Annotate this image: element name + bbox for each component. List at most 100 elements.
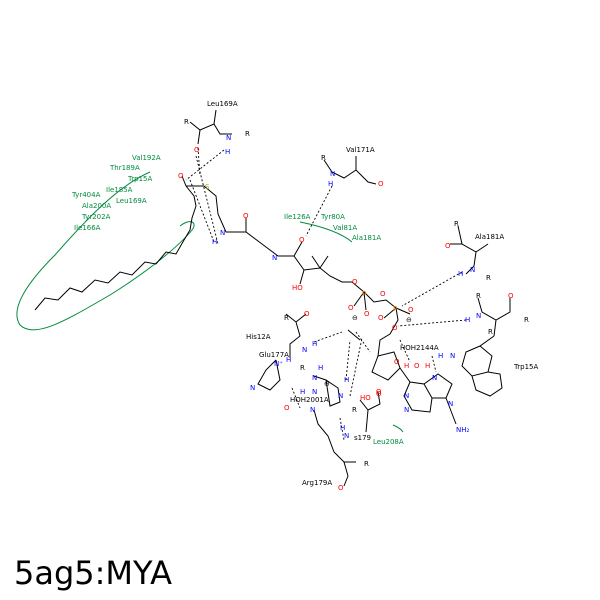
methyl-bond-1 [311, 255, 321, 269]
hydroxyl-bond [299, 269, 305, 285]
atom-n-trp15: N [476, 312, 481, 320]
hbond-arg-1 [345, 339, 351, 381]
atom-o-arg179: O [338, 484, 344, 492]
atom-ho-pant: HO [292, 284, 303, 292]
residue-trp15a-left: Trp15A [127, 175, 152, 183]
atom-h-guan-3: H [344, 376, 349, 384]
atom-nh-arg: N [310, 406, 315, 414]
residue-trp15a-right: Trp15A [513, 363, 538, 371]
atom-plus-guan: ⊕ [324, 380, 330, 388]
atom-o-amide-1: O [243, 212, 249, 220]
atom-h-leu169: H [225, 148, 230, 156]
atom-hn-his12: N [250, 384, 255, 392]
atom-h2-hoh2144: H [425, 362, 430, 370]
atom-r-leu169: R [184, 118, 189, 126]
atom-o-ribose-2: O [376, 390, 382, 398]
atom-nplus-his12: N⁺ [274, 360, 283, 368]
atom-o-hoh2001: O [284, 404, 290, 412]
atom-n-adenine-3: N [432, 374, 437, 382]
atom-h-trp15: H [465, 316, 470, 324]
hbond-ala181 [401, 271, 463, 307]
atom-n-amide-1: N [220, 229, 225, 237]
residue-ile185a: Ile185A [106, 186, 133, 194]
atom-o-ribose: O [394, 358, 400, 366]
atom-h-hoh2144: H [404, 362, 409, 370]
atom-minus-p2: ⊖ [406, 316, 412, 324]
atom-h-glu: H [340, 424, 345, 432]
residue-leu208a: Leu208A [373, 438, 404, 446]
glu-side [359, 391, 381, 411]
atom-r-trp15c: R [524, 316, 529, 324]
residue-arg179a: Arg179A [302, 479, 332, 487]
atom-n-adenine-2: N [404, 406, 409, 414]
p1-o1 [353, 291, 365, 307]
atom-o-his12: O [304, 310, 310, 318]
residue-ala200a: Ala200A [82, 202, 111, 210]
carbonyl-bond-3 [293, 241, 303, 257]
atom-n-val171: N [330, 170, 335, 178]
leu169-carbonyl [197, 129, 201, 145]
hbond-trp15-nh [431, 355, 437, 373]
residue-glu177a: Glu177A [259, 351, 289, 359]
his12-co [295, 313, 307, 323]
carbonyl-bond-1 [181, 175, 187, 187]
atom-o-thioester: O [178, 172, 184, 180]
atom-h-guan-1: H [318, 364, 323, 372]
atom-r-ala181b: R [486, 274, 491, 282]
hbond-his12 [313, 331, 343, 343]
trp15-backbone [477, 297, 511, 321]
residue-ile126a: Ile126A [284, 213, 311, 221]
residue-his12a: His12A [246, 333, 271, 341]
hbond-leu169-n [185, 149, 225, 181]
acyl-chain [34, 185, 197, 311]
atom-h-guan-2: H [300, 388, 305, 396]
atom-n-guan-1: N [312, 374, 317, 382]
atom-o-amide-2: O [299, 236, 305, 244]
atom-r-leu169b: R [245, 130, 250, 138]
residue-val81a: Val81A [333, 224, 357, 232]
residue-s179: s179 [354, 434, 371, 442]
atom-o-p1c: O [348, 304, 354, 312]
atom-n-ala181: N [470, 266, 475, 274]
atom-o-trp15: O [508, 292, 514, 300]
residue-tyr202a: Tyr202A [81, 213, 111, 221]
hbond-thio-1 [195, 155, 219, 245]
atom-r-ala181: R [454, 220, 459, 228]
atom-o-hoh2144: O [414, 362, 420, 370]
leu169-backbone [189, 121, 232, 135]
leu169-side [213, 109, 217, 125]
his12-backbone [285, 313, 301, 358]
atom-ho-ribose: HO [360, 394, 371, 402]
atom-n-indole: N [450, 352, 455, 360]
hbond-leu169-o [197, 147, 201, 177]
atom-o-p2b: O [378, 314, 384, 322]
atom-r-trp15b: R [488, 328, 493, 336]
residue-ala181a-right: Ala181A [475, 233, 504, 241]
atom-nh2-adenine: NH₂ [456, 426, 470, 434]
p2-o2 [383, 307, 397, 319]
p3-o [347, 329, 361, 341]
hbond-thio-2 [189, 179, 215, 243]
trp15-ring [461, 335, 495, 377]
residue-leu169a-top: Leu169A [207, 100, 238, 108]
atom-n-adenine-1: N [404, 392, 409, 400]
atom-p-1: P [362, 290, 366, 298]
ala181-side [475, 243, 489, 253]
atom-r-his12b: R [300, 364, 305, 372]
atom-h-val171: H [328, 180, 333, 188]
residue-tyr404a: Tyr404A [71, 191, 101, 199]
adenine-ring-2 [403, 381, 433, 413]
atom-o-p1d: O [364, 310, 370, 318]
residue-leu169a-left: Leu169A [116, 197, 147, 205]
atom-o-p2a: O [408, 306, 414, 314]
hydrophobic-arc-right [299, 221, 353, 243]
residue-tyr80a: Tyr80A [320, 213, 345, 221]
atom-n-adenine-4: N [448, 400, 453, 408]
arg179-co2 [343, 475, 349, 487]
guanidinium [313, 375, 341, 407]
atom-o-val171: O [378, 180, 384, 188]
hbond-arg-2 [349, 337, 363, 397]
thioester-link [186, 185, 352, 283]
atom-h-his12c: H [286, 356, 291, 364]
